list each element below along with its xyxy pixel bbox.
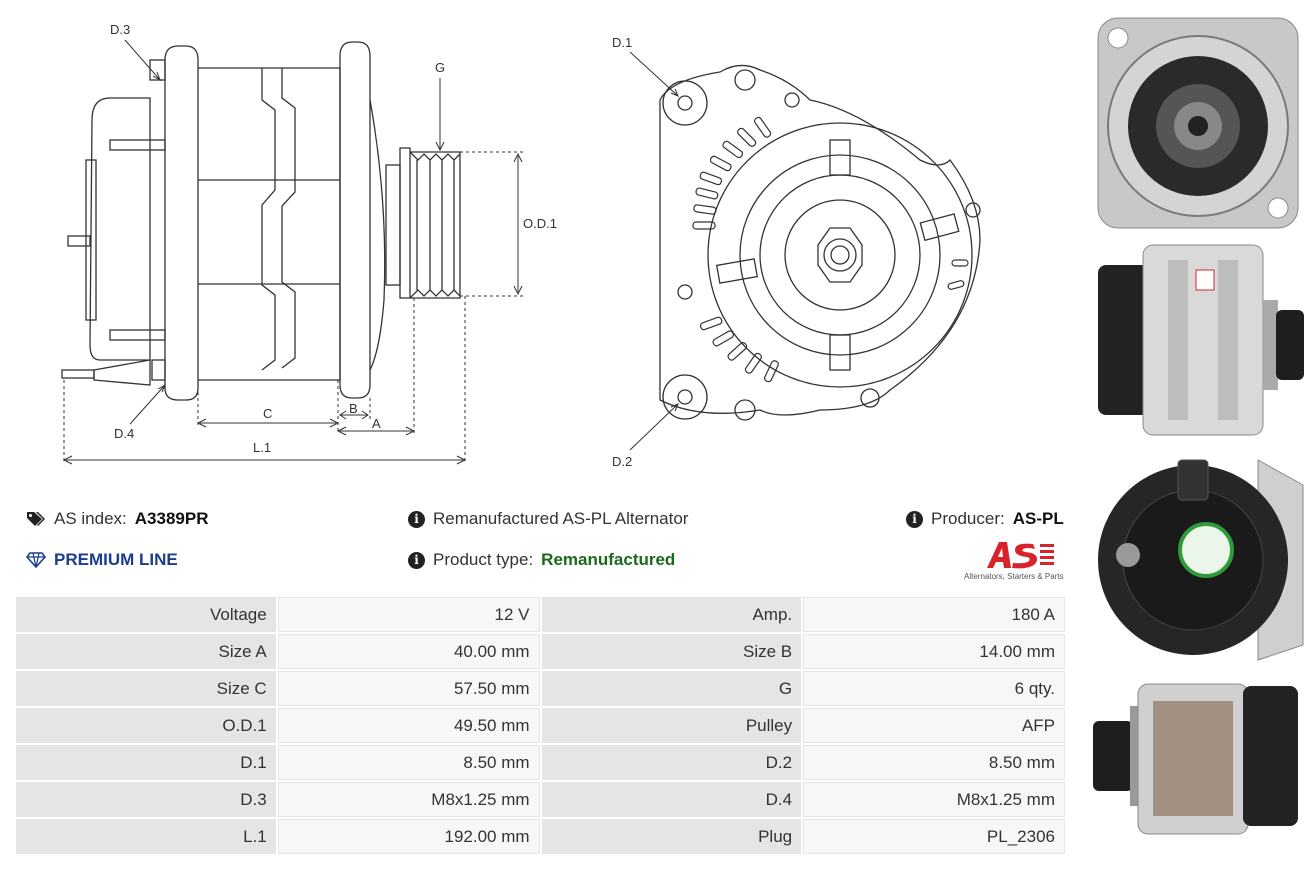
spec-label: G — [541, 671, 802, 706]
spec-value: 12 V — [277, 597, 540, 632]
producer-label: Producer: — [931, 509, 1005, 528]
info-icon: i — [906, 510, 923, 528]
label-l1: L.1 — [253, 440, 271, 455]
spec-value: M8x1.25 mm — [803, 782, 1065, 817]
spec-label: L.1 — [16, 819, 276, 854]
spec-value: PL_2306 — [803, 819, 1065, 854]
spec-label: Voltage — [16, 597, 276, 632]
description: i Remanufactured AS-PL Alternator — [408, 509, 688, 529]
logo-tagline: Alternators, Starters & Parts — [964, 572, 1064, 581]
premium-line: PREMIUM LINE — [26, 550, 178, 570]
spec-label: Size C — [16, 671, 276, 706]
front-view-drawing: D.1 D.2 — [612, 35, 981, 469]
spec-label: Plug — [541, 819, 802, 854]
spec-value: M8x1.25 mm — [277, 782, 540, 817]
info-icon: i — [408, 551, 425, 569]
label-d2: D.2 — [612, 454, 632, 469]
spec-label: Amp. — [541, 597, 802, 632]
spec-value: AFP — [803, 708, 1065, 743]
label-d1: D.1 — [612, 35, 632, 50]
diamond-icon — [26, 552, 46, 568]
spec-value: 8.50 mm — [803, 745, 1065, 780]
label-b: B — [349, 401, 358, 416]
as-index: AS index: A3389PR — [26, 509, 208, 529]
spec-label: Pulley — [541, 708, 802, 743]
spec-value: 14.00 mm — [803, 634, 1065, 669]
info-icon: i — [408, 510, 425, 528]
spec-value: 8.50 mm — [277, 745, 540, 780]
spec-value: 49.50 mm — [277, 708, 540, 743]
as-index-value: A3389PR — [134, 509, 209, 528]
spec-value: 40.00 mm — [277, 634, 540, 669]
description-text: Remanufactured AS-PL Alternator — [433, 509, 689, 528]
product-type-label: Product type: — [433, 550, 534, 569]
spec-value: 192.00 mm — [277, 819, 540, 854]
label-d3: D.3 — [110, 22, 130, 37]
label-od1: O.D.1 — [523, 216, 557, 231]
spec-label: D.3 — [16, 782, 276, 817]
spec-value: 57.50 mm — [277, 671, 540, 706]
producer-value: AS-PL — [1012, 509, 1064, 528]
label-g: G — [435, 60, 445, 75]
tags-icon — [27, 512, 45, 526]
label-d4: D.4 — [114, 426, 134, 441]
spec-label: D.2 — [541, 745, 802, 780]
photo-front — [1088, 8, 1310, 236]
spec-label: D.1 — [16, 745, 276, 780]
photo-pulley-side — [1088, 676, 1310, 844]
spec-label: Size B — [541, 634, 802, 669]
product-type: i Product type: Remanufactured — [408, 550, 675, 570]
as-index-label: AS index: — [54, 509, 127, 528]
label-c: C — [263, 406, 272, 421]
spec-label: O.D.1 — [16, 708, 276, 743]
as-pl-logo — [987, 542, 1054, 569]
spec-label: D.4 — [541, 782, 802, 817]
photo-rear — [1088, 455, 1310, 665]
spec-label: Size A — [16, 634, 276, 669]
photo-side — [1088, 240, 1310, 440]
producer: i Producer: AS-PL — [906, 509, 1064, 529]
label-a: A — [372, 416, 381, 431]
side-view-drawing: D.3 G O.D.1 C B A D.4 L.1 — [61, 22, 557, 465]
spec-value: 180 A — [803, 597, 1065, 632]
spec-value: 6 qty. — [803, 671, 1065, 706]
product-type-value: Remanufactured — [541, 550, 676, 569]
premium-line-label: PREMIUM LINE — [54, 550, 178, 569]
